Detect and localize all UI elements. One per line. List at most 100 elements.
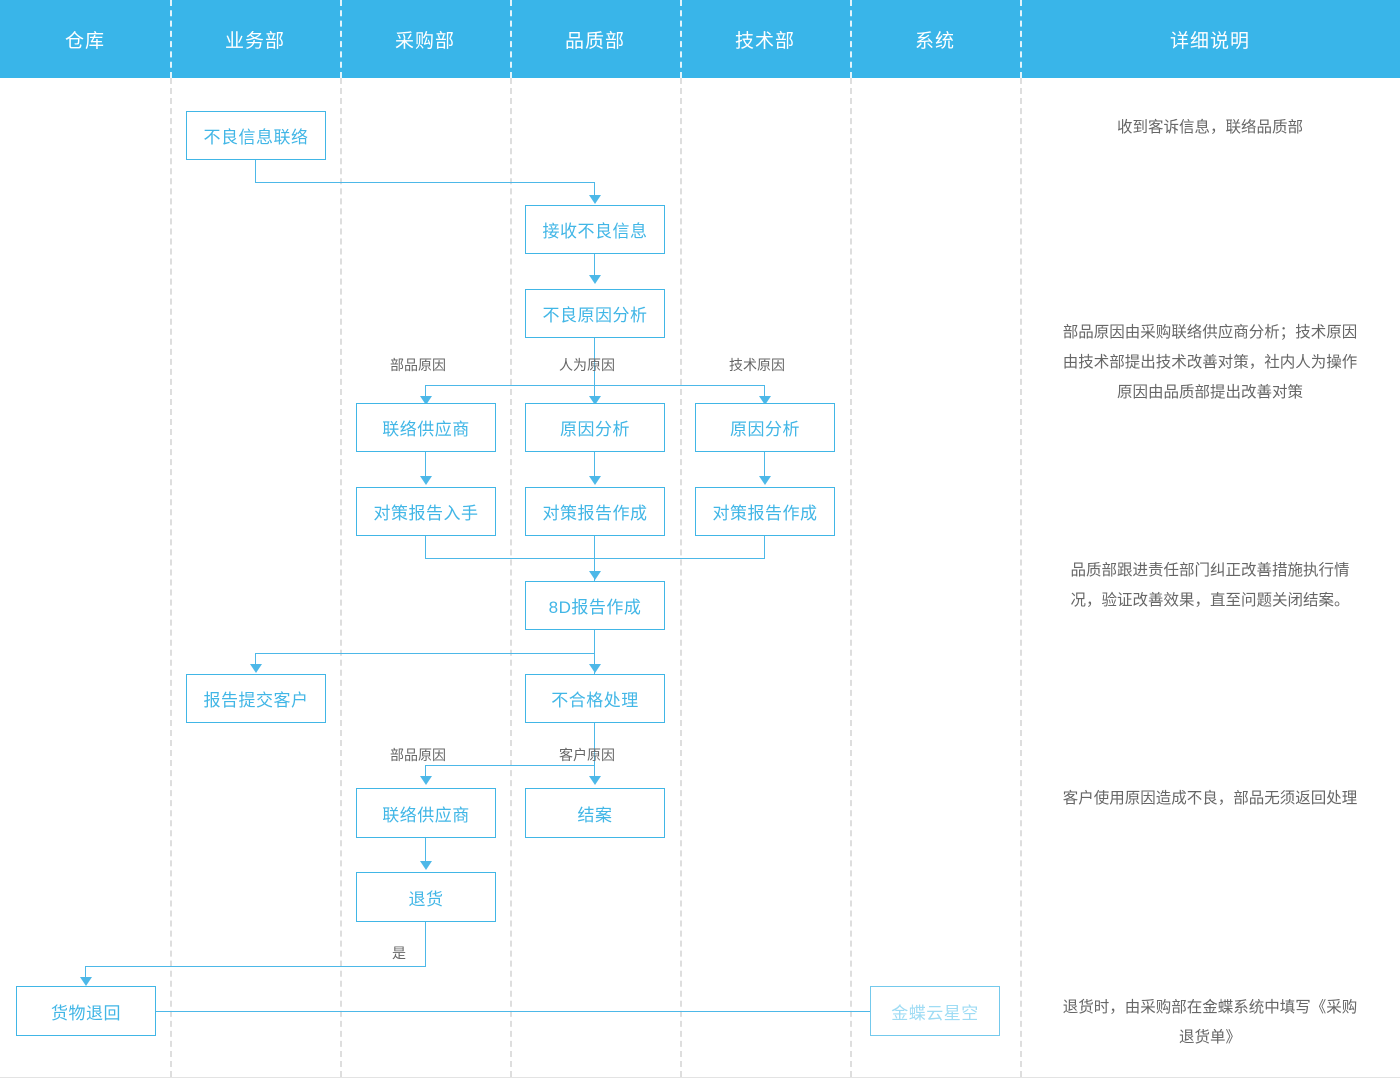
node-label: 联络供应商 xyxy=(382,805,470,825)
connector-seg xyxy=(425,922,426,966)
node-bad-info-contact[interactable]: 不良信息联络 xyxy=(186,111,326,160)
header-label-description: 详细说明 xyxy=(1169,30,1250,52)
arrow-head xyxy=(589,776,601,785)
node-countermeasure-report-quality[interactable]: 对策报告作成 xyxy=(525,487,665,536)
header-cell-system: 系统 xyxy=(850,0,1020,78)
swimlane-header-row: 仓库 业务部 采购部 品质部 技术部 系统 详细说明 xyxy=(0,0,1400,78)
arrow-head xyxy=(589,195,601,204)
node-cause-analysis-quality[interactable]: 原因分析 xyxy=(525,403,665,452)
arrow-head xyxy=(589,275,601,284)
connector-seg xyxy=(156,1011,870,1012)
edge-label-tech-cause: 技术原因 xyxy=(729,357,785,373)
node-label: 不合格处理 xyxy=(551,691,639,710)
edge-label-parts-cause-2: 部品原因 xyxy=(390,747,446,763)
node-label: 接收不良信息 xyxy=(542,222,648,241)
node-label: 报告提交客户 xyxy=(203,691,309,710)
connector-seg xyxy=(425,838,426,862)
description-4: 客户使用原因造成不良，部品无须返回处理 xyxy=(1062,790,1358,807)
node-contact-supplier-2[interactable]: 联络供应商 xyxy=(356,788,496,838)
connector-seg xyxy=(85,966,426,967)
connector-seg xyxy=(85,966,86,978)
arrow-head xyxy=(589,664,601,673)
description-2: 部品原因由采购联络供应商分析；技术原因由技术部提出技术改善对策，社内人为操作原因… xyxy=(1062,324,1358,401)
node-label: 原因分析 xyxy=(730,420,800,439)
node-kingdee-cloud[interactable]: 金蝶云星空 xyxy=(870,986,1000,1036)
header-cell-business: 业务部 xyxy=(170,0,340,78)
node-report-submit-customer[interactable]: 报告提交客户 xyxy=(186,674,326,723)
header-cell-purchasing: 采购部 xyxy=(340,0,510,78)
node-label: 对策报告入手 xyxy=(373,504,479,523)
connector-seg xyxy=(764,452,765,476)
connector-seg xyxy=(764,385,765,397)
header-cell-warehouse: 仓库 xyxy=(0,0,170,78)
node-label: 退货 xyxy=(408,889,444,909)
arrow-head xyxy=(759,476,771,485)
edge-label-yes: 是 xyxy=(392,945,406,961)
description-5: 退货时，由采购部在金蝶系统中填写《采购退货单》 xyxy=(1062,999,1358,1046)
connector-seg xyxy=(255,182,595,183)
swimlane-body: 不良信息联络 接收不良信息 不良原因分析 联络供应商 原因分析 原因分析 对策报… xyxy=(0,78,1400,1078)
description-3: 品质部跟进责任部门纠正改善措施执行情况，验证改善效果，直至问题关闭结案。 xyxy=(1070,562,1350,609)
connector-seg xyxy=(594,254,595,276)
header-label-technical: 技术部 xyxy=(734,30,795,52)
connector-seg xyxy=(594,182,595,196)
arrow-head xyxy=(80,977,92,986)
connector-seg xyxy=(594,338,595,385)
connector-seg xyxy=(255,160,256,183)
arrow-head xyxy=(759,396,771,405)
header-cell-quality: 品质部 xyxy=(510,0,680,78)
node-label: 联络供应商 xyxy=(382,420,470,439)
connector-split-bus xyxy=(425,765,595,766)
connector-merge-bus xyxy=(425,558,765,559)
column-divider-1 xyxy=(170,78,172,1077)
connector-seg xyxy=(594,630,595,674)
arrow-head xyxy=(589,396,601,405)
header-label-purchasing: 采购部 xyxy=(394,30,455,52)
node-receive-bad-info[interactable]: 接收不良信息 xyxy=(525,205,665,254)
node-countermeasure-report-tech[interactable]: 对策报告作成 xyxy=(695,487,835,536)
connector-seg xyxy=(594,765,595,777)
arrow-head xyxy=(589,476,601,485)
node-contact-supplier-1[interactable]: 联络供应商 xyxy=(356,403,496,452)
arrow-head xyxy=(250,664,262,673)
node-goods-returned[interactable]: 货物退回 xyxy=(16,986,156,1036)
column-divider-5 xyxy=(850,78,852,1077)
node-case-closed[interactable]: 结案 xyxy=(525,788,665,838)
node-label: 金蝶云星空 xyxy=(891,1003,979,1023)
column-divider-2 xyxy=(340,78,342,1077)
node-nonconforming-handle[interactable]: 不合格处理 xyxy=(525,674,665,723)
connector-seg xyxy=(594,536,595,581)
connector-seg xyxy=(425,765,426,777)
arrow-head xyxy=(420,861,432,870)
arrow-head xyxy=(420,476,432,485)
connector-seg xyxy=(594,723,595,765)
node-bad-cause-analysis[interactable]: 不良原因分析 xyxy=(525,289,665,338)
arrow-head xyxy=(420,396,432,405)
node-countermeasure-report-receive[interactable]: 对策报告入手 xyxy=(356,487,496,536)
connector-seg xyxy=(764,536,765,558)
connector-seg xyxy=(594,452,595,476)
connector-seg xyxy=(594,385,595,397)
column-divider-6 xyxy=(1020,78,1022,1077)
node-label: 8D报告作成 xyxy=(548,598,642,617)
header-cell-technical: 技术部 xyxy=(680,0,850,78)
connector-split-bus xyxy=(255,653,595,654)
node-return-goods[interactable]: 退货 xyxy=(356,872,496,922)
header-label-warehouse: 仓库 xyxy=(64,30,105,52)
edge-label-parts-cause-1: 部品原因 xyxy=(390,357,446,373)
arrow-head xyxy=(420,776,432,785)
node-8d-report[interactable]: 8D报告作成 xyxy=(525,581,665,630)
header-cell-description: 详细说明 xyxy=(1020,0,1400,78)
node-label: 原因分析 xyxy=(560,420,630,439)
node-label: 不良信息联络 xyxy=(203,128,309,147)
connector-split-bus xyxy=(425,385,765,386)
node-label: 结案 xyxy=(577,805,613,825)
node-label: 货物退回 xyxy=(51,1003,121,1023)
node-cause-analysis-tech[interactable]: 原因分析 xyxy=(695,403,835,452)
edge-label-customer-cause: 客户原因 xyxy=(559,747,615,763)
arrow-head xyxy=(589,571,601,580)
node-label: 对策报告作成 xyxy=(712,504,818,523)
connector-seg xyxy=(425,385,426,397)
connector-seg xyxy=(255,653,256,665)
